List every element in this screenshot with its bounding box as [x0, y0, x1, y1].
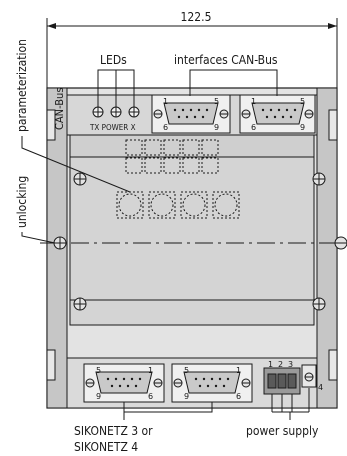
- screw-icon: [304, 372, 314, 382]
- screw-icon: [241, 378, 251, 388]
- pin-label: 5: [96, 366, 101, 375]
- dim-arrow-right: [328, 23, 337, 29]
- led-icon: [128, 106, 140, 118]
- power-pin-label: 4: [318, 383, 323, 392]
- dip-switch-icon: [125, 139, 219, 174]
- pin-label: 6: [236, 392, 241, 401]
- sikonetz-connectors: 5 1 9 6 5 1 9 6: [83, 363, 253, 420]
- leds-label: LEDs: [100, 53, 127, 67]
- rail-notch-rt: [328, 109, 338, 141]
- pin-label: 6: [148, 392, 153, 401]
- interfaces-label: interfaces CAN-Bus: [174, 53, 278, 67]
- parameterization-switches: [116, 139, 240, 219]
- pin-label: 6: [163, 123, 168, 132]
- screw-icon: [304, 109, 314, 119]
- pin-label: 1: [236, 366, 241, 375]
- sikonetz-leader: [123, 402, 213, 420]
- pin-label: 9: [184, 392, 189, 401]
- unlocking-label: unlocking: [15, 176, 29, 228]
- pin-label: 1: [251, 97, 256, 106]
- sikonetz-label-line1: SIKONETZ 3 or: [74, 424, 153, 438]
- dsub-shell-icon: [163, 102, 219, 125]
- pin-label: 5: [214, 97, 219, 106]
- pin-label: 1: [148, 366, 153, 375]
- pin-label: 1: [163, 97, 168, 106]
- led-icon: [92, 106, 104, 118]
- dsub-shell-icon: [251, 102, 305, 125]
- unlocking-leader: [21, 232, 56, 244]
- panel-top-band: [69, 134, 315, 158]
- screw-icon: [85, 378, 95, 388]
- parameterization-leader: [21, 136, 131, 193]
- dsub-shell-icon: [95, 371, 153, 394]
- rail-notch-lb: [46, 349, 56, 381]
- led-icon: [110, 106, 122, 118]
- power-pin-label: 1: [268, 360, 273, 369]
- rail-notch-rb: [328, 349, 338, 381]
- screw-icon: [312, 297, 326, 311]
- screw-icon: [219, 109, 229, 119]
- pin-label: 6: [251, 123, 256, 132]
- screw-icon: [153, 378, 163, 388]
- pin-label: 5: [300, 97, 305, 106]
- led-group: TX POWER X LEDs: [89, 53, 140, 132]
- sikonetz-connector-left: [83, 363, 165, 403]
- screw-icon: [312, 172, 326, 186]
- pin-label: 9: [96, 392, 101, 401]
- can-bus-side-label: CAN-Bus: [53, 88, 66, 130]
- leds-leader: [97, 69, 135, 107]
- device-body: [46, 87, 338, 409]
- screw-icon: [241, 109, 251, 119]
- dsub-pins: [261, 108, 297, 119]
- pin-label: 9: [300, 123, 305, 132]
- power-pin-label: 2: [278, 360, 283, 369]
- pin-label: 5: [184, 366, 189, 375]
- dsub-pins: [106, 377, 142, 388]
- parameterization-label: parameterization: [15, 39, 29, 132]
- can-connectors: 1 5 6 9 1 5 6 9 interfaces CAN-Bus: [151, 53, 316, 134]
- dsub-pins: [173, 108, 209, 119]
- main-panel: [69, 134, 315, 326]
- can-connector-left: [151, 94, 231, 134]
- screw-icon: [73, 172, 87, 186]
- screw-icon: [334, 236, 347, 250]
- pin-label: 9: [214, 123, 219, 132]
- power-supply-label: power supply: [246, 424, 319, 438]
- dsub-shell-icon: [183, 371, 241, 394]
- screw-icon: [53, 236, 67, 250]
- sikonetz-label-line2: SIKONETZ 4: [74, 440, 138, 454]
- dim-arrow-left: [47, 23, 56, 29]
- rotary-switch-icon: [116, 191, 240, 219]
- screw-icon: [173, 378, 183, 388]
- power-terminal: 1 2 3 4: [263, 360, 323, 420]
- interfaces-leader: [189, 69, 278, 96]
- screw-icon: [153, 109, 163, 119]
- dimension-value: 122.5: [181, 10, 212, 24]
- rail-notch-lt: [46, 109, 56, 141]
- can-connector-right: [239, 94, 316, 134]
- power-pin-label: 3: [288, 360, 293, 369]
- dsub-pins: [194, 377, 230, 388]
- power-leader: [271, 388, 310, 420]
- screw-icon: [73, 297, 87, 311]
- dimension-group: 122.5: [46, 10, 338, 90]
- led-names: TX POWER X: [89, 123, 136, 132]
